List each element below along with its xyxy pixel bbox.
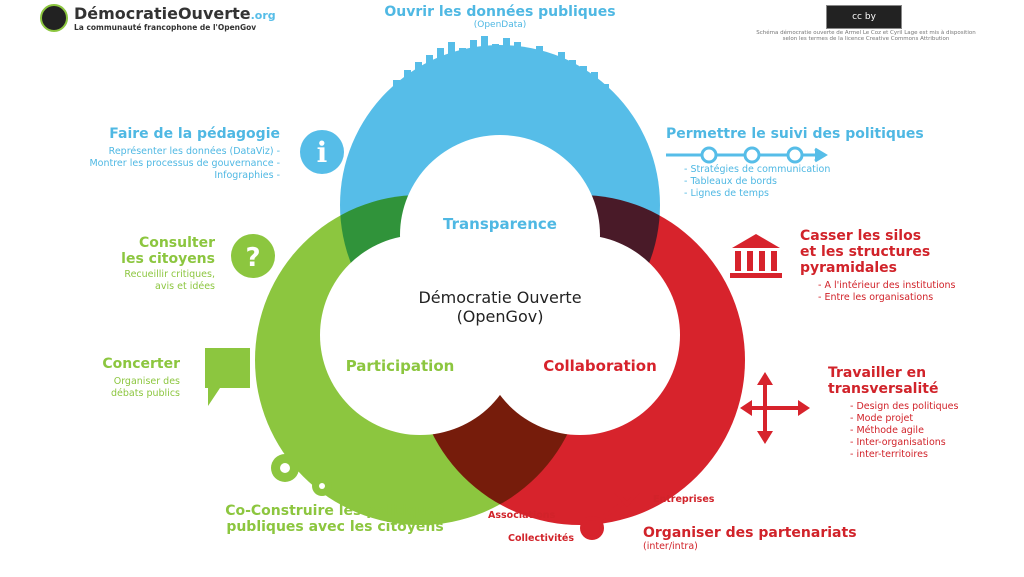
timeline-icon — [666, 146, 828, 164]
silos-title: et les structures — [800, 244, 931, 260]
node-collectivites: Collectivités — [508, 533, 574, 544]
license-text: Schéma démocratie ouverte de Armel Le Co… — [756, 30, 976, 42]
cc-by-badge[interactable]: cc by — [826, 5, 902, 29]
logo-icon — [40, 4, 68, 32]
institution-icon — [730, 234, 782, 278]
question-icon: ? — [231, 234, 275, 278]
gears-icon — [271, 454, 332, 496]
silos-title: pyramidales — [800, 260, 897, 276]
node-entreprises: Entreprises — [653, 494, 715, 505]
silos-title: Casser les silos — [800, 228, 922, 244]
concerter-line: débats publics — [111, 388, 180, 399]
consulter-line: Recueillir critiques, — [124, 269, 215, 280]
pillar-transparence: Transparence — [443, 215, 557, 233]
arrows-cross-icon — [740, 372, 810, 444]
consulter-title: les citoyens — [121, 251, 215, 267]
pillar-participation: Participation — [345, 357, 455, 375]
coconstruire-line: Co-Construire les politiques — [225, 503, 445, 519]
logo[interactable]: DémocratieOuverte.org La communauté fran… — [40, 4, 276, 32]
concerter-line: Organiser des — [113, 376, 180, 387]
network-icon — [557, 492, 641, 540]
suivi-line: - Stratégies de communication — [684, 164, 831, 175]
node-associations: Associations — [488, 510, 556, 521]
suivi-line: - Lignes de temps — [684, 188, 769, 199]
transversalite-title: Travailler en — [828, 365, 927, 381]
bar-chart-icon — [393, 36, 609, 98]
transversalite-sub: - Mode projet — [850, 413, 914, 424]
pedagogie-line: Montrer les processus de gouvernance - — [89, 158, 280, 169]
center-title: Démocratie Ouverte — [418, 288, 582, 307]
silos-sub: - Entre les organisations — [818, 292, 934, 303]
center-subtitle: (OpenGov) — [456, 307, 544, 326]
transversalite-title: transversalité — [828, 381, 939, 397]
partenariats-title: Organiser des partenariats — [643, 525, 857, 541]
coconstruire-line: publiques avec les citoyens — [226, 519, 444, 535]
silos-sub: - A l'intérieur des institutions — [818, 280, 956, 291]
info-icon: i — [300, 130, 344, 174]
pedagogie-line: Infographies - — [214, 170, 280, 181]
pillar-collaboration: Collaboration — [543, 357, 657, 375]
transversalite-sub: - Design des politiques — [850, 401, 959, 412]
transversalite-sub: - Inter-organisations — [850, 437, 946, 448]
logo-tld: .org — [250, 9, 276, 22]
pedagogie-title: Faire de la pédagogie — [109, 126, 280, 142]
opendata-sub: (OpenData) — [473, 20, 527, 30]
speech-bubble-icon — [205, 348, 250, 406]
logo-name: DémocratieOuverte — [74, 4, 251, 23]
partenariats-sub: (inter/intra) — [643, 541, 698, 552]
opendata-title: Ouvrir les données publiques — [384, 4, 616, 20]
svg-text:?: ? — [245, 243, 260, 273]
consulter-line: avis et idées — [155, 281, 215, 292]
svg-text:i: i — [317, 136, 328, 169]
consulter-title: Consulter — [138, 235, 215, 251]
pedagogie-line: Représenter les données (DataViz) - — [108, 146, 280, 157]
suivi-title: Permettre le suivi des politiques — [666, 126, 924, 142]
logo-tagline: La communauté francophone de l'OpenGov — [74, 23, 257, 32]
transversalite-sub: - inter-territoires — [850, 449, 928, 460]
suivi-line: - Tableaux de bords — [684, 176, 777, 187]
concerter-title: Concerter — [102, 356, 180, 372]
transversalite-sub: - Méthode agile — [850, 425, 924, 436]
